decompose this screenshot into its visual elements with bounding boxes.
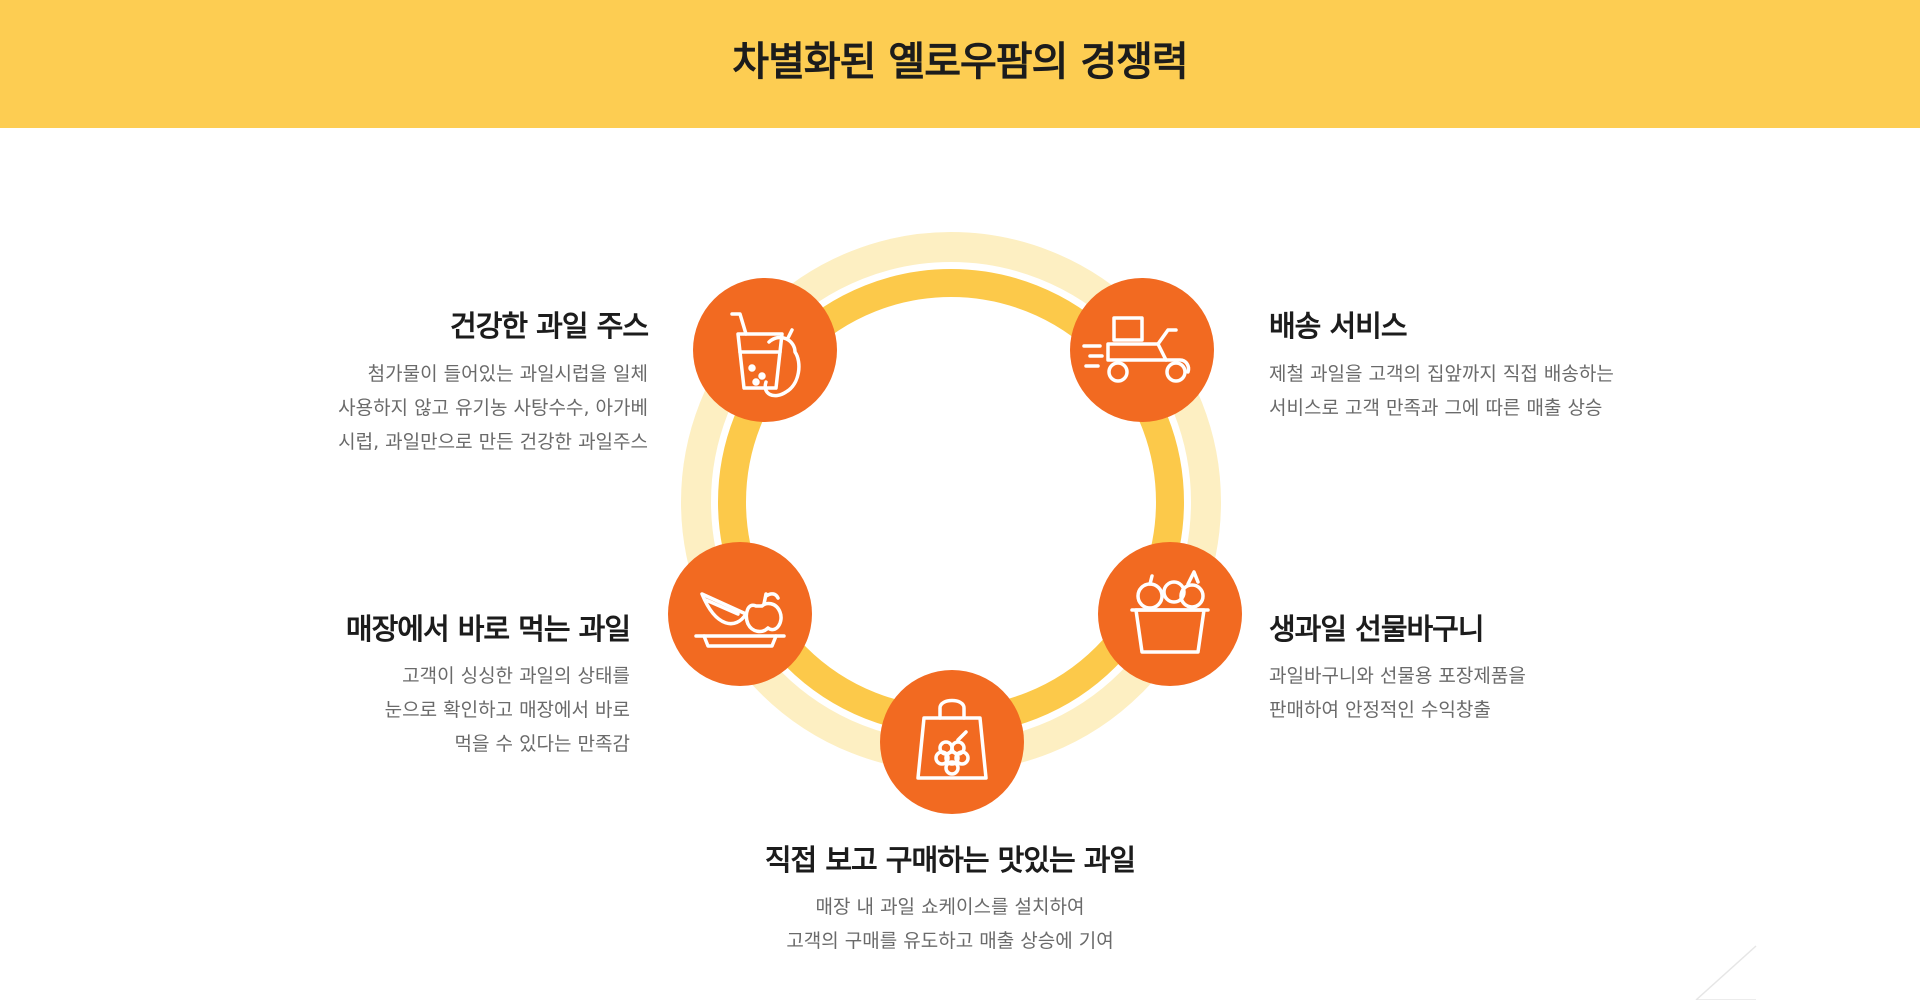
fruit-basket-icon: [1098, 542, 1242, 686]
fruit-plate-icon: [668, 542, 812, 686]
desc-line: 서비스로 고객 만족과 그에 따른 매출 상승: [1269, 397, 1603, 419]
desc-line: 판매하여 안정적인 수익창출: [1269, 699, 1491, 721]
feature-title-delivery: 배송 서비스: [1269, 309, 1407, 343]
desc-line: 눈으로 확인하고 매장에서 바로: [384, 699, 630, 721]
page-title: 차별화된 옐로우팜의 경쟁력: [732, 39, 1188, 85]
desc-line: 과일바구니와 선물용 포장제품을: [1269, 665, 1526, 687]
delivery-scooter-icon: [1070, 278, 1214, 422]
feature-desc-showcase: 매장 내 과일 쇼케이스를 설치하여 고객의 구매를 유도하고 매출 상승에 기…: [560, 890, 1340, 958]
desc-line: 사용하지 않고 유기농 사탕수수, 아가베: [338, 397, 648, 419]
desc-line: 첨가물이 들어있는 과일시럽을 일체: [367, 363, 648, 385]
feature-title-instore: 매장에서 바로 먹는 과일: [345, 612, 631, 646]
feature-desc-basket: 과일바구니와 선물용 포장제품을 판매하여 안정적인 수익창출: [1269, 659, 1526, 727]
desc-line: 시럽, 과일만으로 만든 건강한 과일주스: [338, 431, 648, 453]
feature-title-basket: 생과일 선물바구니: [1269, 612, 1485, 646]
desc-line: 제철 과일을 고객의 집앞까지 직접 배송하는: [1269, 363, 1614, 385]
desc-line: 먹을 수 있다는 만족감: [454, 733, 630, 755]
feature-title-showcase: 직접 보고 구매하는 맛있는 과일: [764, 843, 1136, 877]
desc-line: 매장 내 과일 쇼케이스를 설치하여: [815, 896, 1085, 918]
feature-desc-delivery: 제철 과일을 고객의 집앞까지 직접 배송하는 서비스로 고객 만족과 그에 따…: [1269, 357, 1614, 425]
feature-desc-instore: 고객이 싱싱한 과일의 상태를 눈으로 확인하고 매장에서 바로 먹을 수 있다…: [385, 659, 630, 761]
header-band: [0, 0, 1920, 128]
corner-decoration: [1695, 945, 1757, 1000]
feature-title-juice: 건강한 과일 주스: [450, 309, 649, 343]
juice-cup-icon: [693, 278, 837, 422]
desc-line: 고객이 싱싱한 과일의 상태를: [402, 665, 630, 687]
desc-line: 고객의 구매를 유도하고 매출 상승에 기여: [786, 930, 1114, 952]
feature-desc-juice: 첨가물이 들어있는 과일시럽을 일체 사용하지 않고 유기농 사탕수수, 아가베…: [338, 357, 648, 459]
shopping-bag-icon: [880, 670, 1024, 814]
